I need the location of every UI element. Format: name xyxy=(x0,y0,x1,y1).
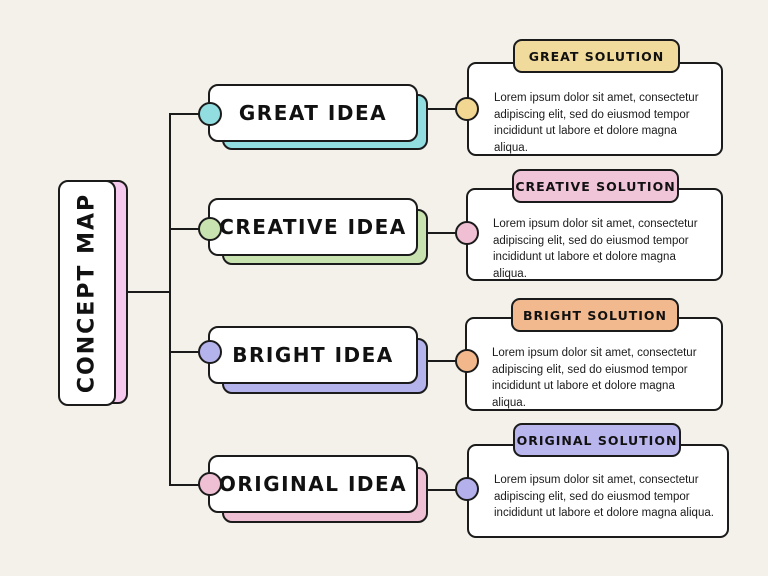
great-solution-dot xyxy=(455,97,479,121)
branch-line-original xyxy=(169,484,199,486)
bright-solution-text: Lorem ipsum dolor sit amet, consectetur … xyxy=(492,347,697,409)
original-solution-box: Lorem ipsum dolor sit amet, consectetur … xyxy=(467,444,729,538)
branch-line-great xyxy=(169,113,199,115)
original-idea-dot xyxy=(198,472,222,496)
original-idea-box[interactable]: ORIGINAL IDEA xyxy=(208,455,418,513)
trunk-line xyxy=(169,113,171,485)
creative-solution-tab[interactable]: CREATIVE SOLUTION xyxy=(512,169,679,203)
branch-line-creative xyxy=(169,228,199,230)
creative-solution-text: Lorem ipsum dolor sit amet, consectetur … xyxy=(493,218,698,280)
original-solution-title: ORIGINAL SOLUTION xyxy=(516,432,678,448)
solution-connector-creative xyxy=(420,232,456,234)
bright-solution-dot xyxy=(455,349,479,373)
original-solution-dot xyxy=(455,477,479,501)
bright-idea-box[interactable]: BRIGHT IDEA xyxy=(208,326,418,384)
creative-solution-title: CREATIVE SOLUTION xyxy=(515,178,676,194)
branch-line-bright xyxy=(169,351,199,353)
solution-connector-bright xyxy=(420,360,456,362)
great-idea-box[interactable]: GREAT IDEA xyxy=(208,84,418,142)
great-idea-label: GREAT IDEA xyxy=(238,101,388,125)
great-solution-tab[interactable]: GREAT SOLUTION xyxy=(513,39,680,73)
great-idea-dot xyxy=(198,102,222,126)
solution-connector-great xyxy=(420,108,456,110)
root-connector-line xyxy=(128,291,170,293)
creative-idea-dot xyxy=(198,217,222,241)
creative-solution-dot xyxy=(455,221,479,245)
solution-connector-original xyxy=(420,489,456,491)
concept-map-root[interactable]: CONCEPT MAP xyxy=(58,180,116,406)
bright-solution-tab[interactable]: BRIGHT SOLUTION xyxy=(511,298,679,332)
original-solution-text: Lorem ipsum dolor sit amet, consectetur … xyxy=(494,474,714,519)
concept-map-title: CONCEPT MAP xyxy=(74,192,100,394)
original-idea-label: ORIGINAL IDEA xyxy=(218,472,408,496)
great-solution-title: GREAT SOLUTION xyxy=(528,48,665,64)
great-solution-text: Lorem ipsum dolor sit amet, consectetur … xyxy=(494,92,699,154)
creative-idea-label: CREATIVE IDEA xyxy=(219,215,407,239)
original-solution-tab[interactable]: ORIGINAL SOLUTION xyxy=(513,423,681,457)
bright-solution-box: Lorem ipsum dolor sit amet, consectetur … xyxy=(465,317,723,411)
great-solution-box: Lorem ipsum dolor sit amet, consectetur … xyxy=(467,62,723,156)
bright-idea-label: BRIGHT IDEA xyxy=(232,343,394,367)
bright-idea-dot xyxy=(198,340,222,364)
creative-idea-box[interactable]: CREATIVE IDEA xyxy=(208,198,418,256)
bright-solution-title: BRIGHT SOLUTION xyxy=(523,307,667,323)
